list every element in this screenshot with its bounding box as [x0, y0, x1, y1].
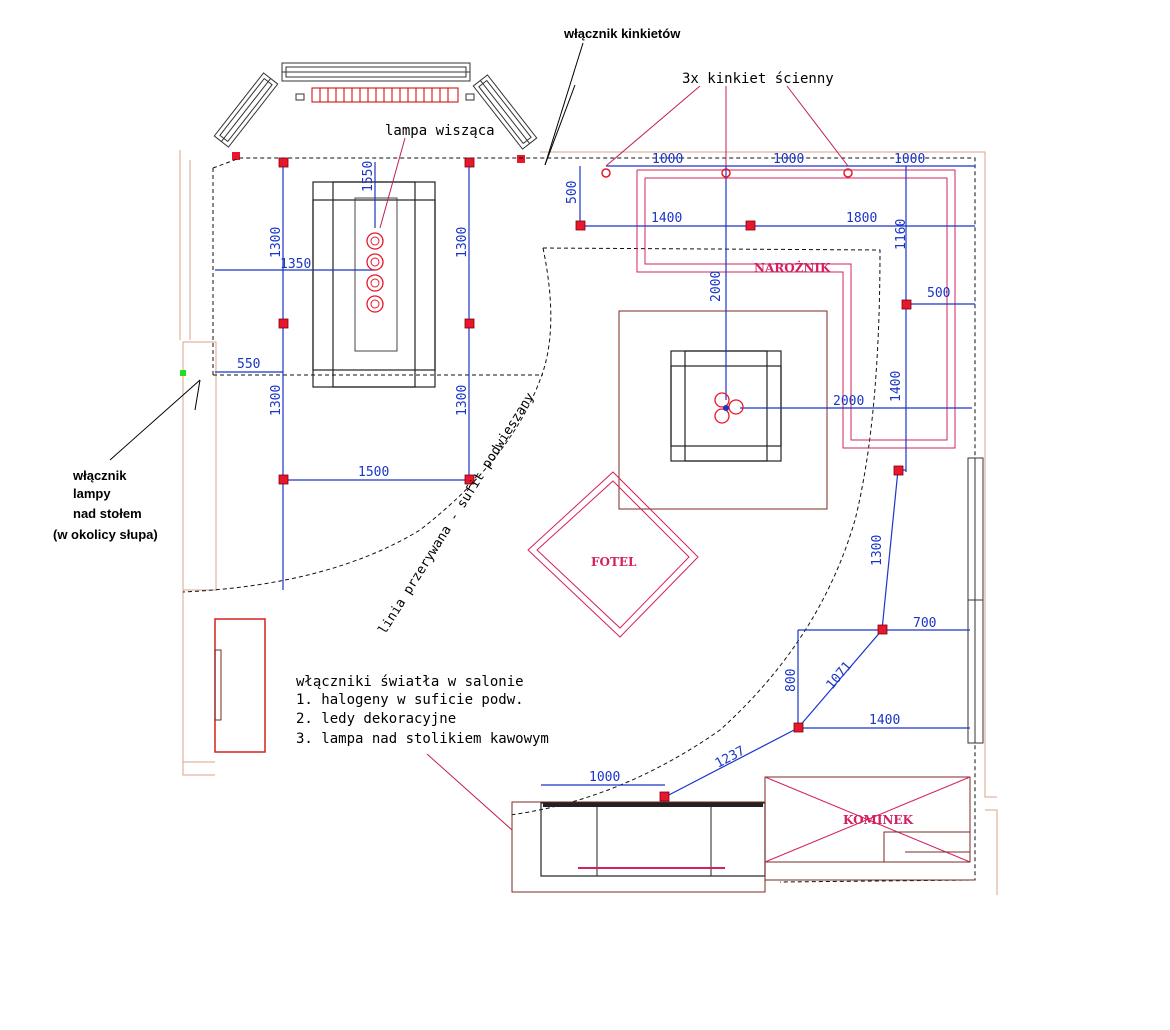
dim-top-1000-a: 1000 [652, 152, 683, 167]
halogen-fixtures [278, 157, 912, 802]
wall-sconces-label: 3x kinkiet ścienny [682, 71, 834, 87]
dim-left-1300-b: 1300 [269, 385, 284, 416]
left-cabinet [214, 618, 266, 753]
annotations: włącznik kinkietów 3x kinkiet ścienny la… [53, 26, 834, 747]
dimension-lines [215, 162, 975, 798]
pendant-lamp-icon [366, 274, 384, 292]
halogen-fixture [278, 157, 289, 168]
dim-right-1400-v: 1400 [889, 371, 904, 402]
halogen-fixture [745, 220, 756, 231]
dim-right-1300-c: 1300 [870, 535, 885, 566]
table-switch-label-3: nad stołem [73, 506, 142, 521]
sconce-icon [601, 168, 611, 178]
halogen-fixture [659, 791, 670, 802]
sconce-icon [721, 168, 731, 178]
dim-right-500: 500 [927, 286, 950, 301]
dim-right-1300-b: 1300 [455, 385, 470, 416]
fireplace-label: KOMINEK [843, 813, 914, 827]
halogen-fixture [877, 624, 888, 635]
corner-sofa-label: NAROŻNIK [754, 260, 831, 275]
armchair-label: FOTEL [591, 555, 637, 569]
dim-left-500: 500 [565, 181, 580, 204]
dim-diag-800: 800 [784, 669, 799, 692]
dim-right-1160: 1160 [894, 219, 909, 250]
halogen-fixture [464, 157, 475, 168]
dim-mid-1800: 1800 [846, 211, 877, 226]
dining-table [312, 181, 436, 388]
dim-top-1000-c: 1000 [894, 152, 925, 167]
halogen-fixture [464, 474, 475, 485]
dim-center-2000-v: 2000 [709, 271, 724, 302]
leader-lines [109, 42, 849, 831]
coffee-table [618, 310, 828, 510]
dim-bottom-1000: 1000 [589, 770, 620, 785]
corner-sofa: NAROŻNIK [636, 169, 956, 449]
table-switch-label-2: lampy [73, 486, 111, 501]
dim-diag-1071: 1071 [824, 659, 856, 693]
halogen-fixture [464, 318, 475, 329]
salon-switches-item-1: 1. halogeny w suficie podw. [296, 692, 524, 708]
salon-switches-title: włączniki światła w salonie [296, 674, 524, 690]
sconce-icon [843, 168, 853, 178]
suspended-ceiling-outline [182, 157, 976, 883]
coffee-table-lamp [714, 392, 744, 424]
salon-switches-item-3: 3. lampa nad stolikiem kawowym [296, 731, 549, 747]
right-window [967, 457, 984, 744]
dim-mid-1400: 1400 [651, 211, 682, 226]
tv-unit [511, 801, 766, 893]
halogen-fixture [278, 474, 289, 485]
pendant-lamp-icon [366, 253, 384, 271]
dim-bottom-1400: 1400 [869, 713, 900, 728]
armchair: FOTEL [527, 471, 699, 638]
wall-sconces [601, 168, 853, 178]
dim-center-2000-h: 2000 [833, 394, 864, 409]
switch-marker-icon [180, 370, 186, 376]
walls [179, 150, 998, 895]
dimension-texts: 1000 1000 1000 1400 1800 500 2000 1350 5… [237, 152, 950, 785]
switch-sconces-label: włącznik kinkietów [563, 26, 681, 41]
table-switch-label-1: włącznik [72, 468, 127, 483]
dim-bottom-1500: 1500 [358, 465, 389, 480]
dim-right-1300-a: 1300 [455, 227, 470, 258]
dim-left-550: 550 [237, 357, 260, 372]
dim-right-700: 700 [913, 616, 936, 631]
dashed-line-label: linia przerywana - sufit podwieszany [376, 390, 538, 637]
halogen-fixture [793, 722, 804, 733]
dim-left-1350: 1350 [280, 257, 311, 272]
table-switch-label-4: (w okolicy słupa) [53, 527, 158, 542]
dim-diag-1237: 1237 [713, 744, 748, 772]
halogen-fixture [893, 465, 904, 476]
dim-left-1300-a: 1300 [269, 227, 284, 258]
hanging-lamps [366, 232, 384, 313]
bay-window [213, 62, 538, 163]
salon-switches-item-2: 2. ledy dekoracyjne [296, 711, 456, 727]
halogen-fixture [901, 299, 912, 310]
halogen-fixture [278, 318, 289, 329]
halogen-fixture [575, 220, 586, 231]
pendant-lamp-icon [366, 232, 384, 250]
hanging-lamp-label: lampa wisząca [385, 123, 495, 139]
dim-top-1000-b: 1000 [773, 152, 804, 167]
fireplace: KOMINEK [764, 776, 975, 881]
dim-table-1550: 1550 [361, 161, 376, 192]
pendant-lamp-icon [366, 295, 384, 313]
